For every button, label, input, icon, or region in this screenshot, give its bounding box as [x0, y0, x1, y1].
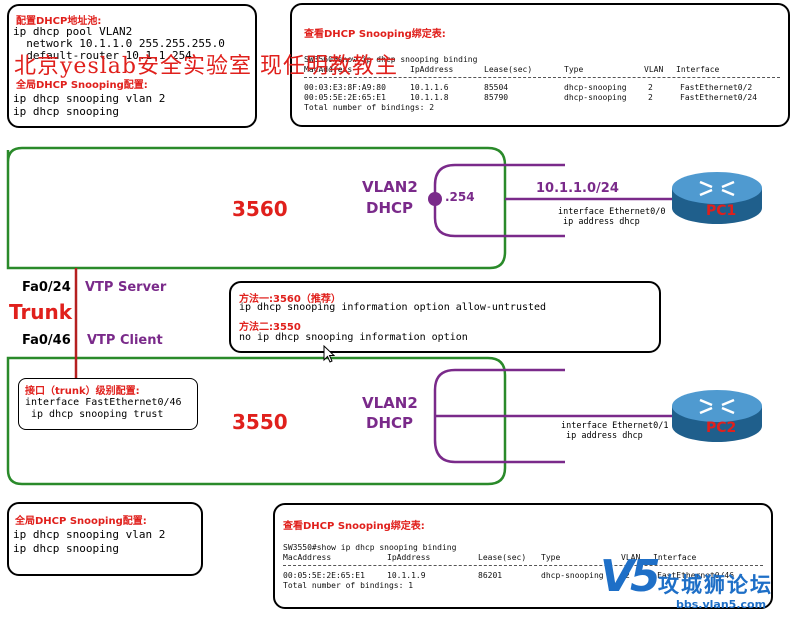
top-left-config-box: 配置DHCP地址池: ip dhcp pool VLAN2 network 10… — [7, 4, 257, 128]
sw3560-dhcp-label: DHCP — [366, 199, 414, 217]
binding-title-3550: 查看DHCP Snooping绑定表: — [283, 521, 425, 532]
pc1-label: PC1 — [706, 203, 737, 219]
dhcp-pool-line-3: default-router 10.1.1.254 — [13, 49, 192, 62]
trunk-config-title: 接口（trunk）级别配置: — [25, 386, 140, 397]
subnet-label: 10.1.1.0/24 — [536, 181, 619, 196]
binding-b0-ip: 10.1.1.9 — [387, 571, 426, 580]
binding-b0-vlan: 2 — [625, 571, 630, 580]
vtp-server-label: VTP Server — [85, 280, 167, 295]
binding-r1-if: FastEthernet0/24 — [680, 93, 758, 102]
binding-r0-vlan: 2 — [648, 83, 653, 92]
binding-h-vlan-3560: VLAN — [644, 65, 664, 74]
global-snooping-line-1-top: ip dhcp snooping vlan 2 — [13, 92, 166, 105]
global-snooping-line-1-bottom: ip dhcp snooping vlan 2 — [13, 528, 166, 541]
binding-b0-mac: 00:05:5E:2E:65:E1 — [283, 571, 365, 580]
trunk-config-box: 接口（trunk）级别配置: interface FastEthernet0/4… — [18, 378, 198, 430]
binding-b0-type: dhcp-snooping — [541, 571, 604, 580]
binding-r1-lease: 85790 — [484, 93, 509, 102]
pc2-if-line-1: interface Ethernet0/1 — [561, 421, 669, 431]
trunk-config-line-1: interface FastEthernet0/46 — [25, 397, 182, 408]
binding-r0-type: dhcp-snooping — [564, 83, 627, 92]
binding-h-if-3560: Interface — [676, 65, 720, 74]
binding-r0-ip: 10.1.1.6 — [410, 83, 449, 92]
binding-total-3560: Total number of bindings: 2 — [304, 103, 435, 112]
gateway-label: .254 — [445, 190, 475, 204]
global-snooping-line-2-bottom: ip dhcp snooping — [13, 542, 119, 555]
bottom-left-config-box: 全局DHCP Snooping配置: ip dhcp snooping vlan… — [7, 502, 203, 576]
binding-h-lease-3550: Lease(sec) — [478, 553, 527, 562]
global-snooping-line-2-top: ip dhcp snooping — [13, 105, 119, 118]
sw3560-vlan-label: VLAN2 — [362, 178, 418, 196]
binding-title-3560: 查看DHCP Snooping绑定表: — [304, 29, 446, 40]
top-right-binding-box: 查看DHCP Snooping绑定表: SW3560#show ip dhcp … — [290, 3, 790, 127]
pc2-if-line-2: ip address dhcp — [566, 431, 643, 441]
pc1-if-line-1: interface Ethernet0/0 — [558, 207, 666, 217]
binding-h-ip-3550: IpAddress — [387, 553, 431, 562]
method-2-command: no ip dhcp snooping information option — [239, 332, 468, 343]
binding-r1-ip: 10.1.1.8 — [410, 93, 449, 102]
trunk-config-line-2: ip dhcp snooping trust — [31, 409, 164, 420]
binding-h-type-3560: Type — [564, 65, 584, 74]
pc1-if-line-2: ip address dhcp — [563, 217, 640, 227]
bottom-right-binding-box: 查看DHCP Snooping绑定表: SW3550#show ip dhcp … — [273, 503, 773, 609]
binding-h-ip-3560: IpAddress — [410, 65, 454, 74]
sw3560-name: 3560 — [232, 197, 288, 221]
logo-url: bbs.vlan5.com — [676, 598, 767, 611]
binding-h-vlan-3550: VLAN — [621, 553, 641, 562]
method-2-title: 方法二:3550 — [239, 322, 301, 333]
dhcp-pool-line-1: ip dhcp pool VLAN2 — [13, 25, 133, 38]
method-box: 方法一:3560（推荐） ip dhcp snooping informatio… — [229, 281, 661, 353]
sw3560-enclosure — [6, 146, 507, 270]
sw3550-name: 3550 — [232, 410, 288, 434]
binding-r1-mac: 00:05:5E:2E:65:E1 — [304, 93, 386, 102]
trunk-label: Trunk — [9, 300, 73, 324]
watermark-text: 北京yeslab安全实验室 现任明教教主 — [14, 54, 398, 79]
binding-r0-mac: 00:03:E3:8F:A9:80 — [304, 83, 386, 92]
binding-r1-vlan: 2 — [648, 93, 653, 102]
logo-mark: V5 — [600, 551, 661, 602]
binding-h-type-3550: Type — [541, 553, 561, 562]
binding-command-3560: SW3560#show ip dhcp snooping binding — [304, 55, 478, 64]
port-fa0-24: Fa0/24 — [22, 280, 71, 295]
vtp-client-label: VTP Client — [87, 333, 163, 348]
global-snooping-title-top: 全局DHCP Snooping配置: — [16, 80, 148, 91]
method-1-command: ip dhcp snooping information option allo… — [239, 302, 547, 313]
port-fa0-46: Fa0/46 — [22, 333, 71, 348]
global-snooping-title-bottom: 全局DHCP Snooping配置: — [15, 516, 147, 527]
binding-r0-if: FastEthernet0/2 — [680, 83, 753, 92]
pc2-label: PC2 — [706, 420, 737, 436]
binding-divider-3560 — [304, 77, 780, 78]
binding-r1-type: dhcp-snooping — [564, 93, 627, 102]
binding-h-mac-3550: MacAddress — [283, 553, 332, 562]
sw3550-vlan-label: VLAN2 — [362, 394, 418, 412]
logo-name: 攻城狮论坛 — [658, 573, 773, 597]
dhcp-pool-title: 配置DHCP地址池: — [16, 16, 102, 27]
binding-h-lease-3560: Lease(sec) — [484, 65, 533, 74]
mouse-cursor-icon — [323, 345, 335, 363]
sw3550-dhcp-label: DHCP — [366, 414, 414, 432]
pc2-icon — [672, 390, 762, 442]
sw3550-enclosure — [6, 356, 507, 486]
binding-h-if-3550: Interface — [653, 553, 697, 562]
binding-divider-3550 — [283, 565, 763, 566]
binding-total-3550: Total number of bindings: 1 — [283, 581, 414, 590]
dhcp-pool-line-2: network 10.1.1.0 255.255.255.0 — [13, 37, 225, 50]
gateway-dot — [428, 192, 442, 206]
binding-h-mac-3560: MacAddress — [304, 65, 353, 74]
pc1-icon — [672, 172, 762, 224]
binding-b0-if: FastEthernet0/46 — [657, 571, 735, 580]
binding-b0-lease: 86201 — [478, 571, 503, 580]
binding-command-3550: SW3550#show ip dhcp snooping binding — [283, 543, 457, 552]
binding-r0-lease: 85504 — [484, 83, 509, 92]
method-1-title: 方法一:3560（推荐） — [239, 294, 341, 305]
forum-logo: V5 攻城狮论坛 bbs.vlan5.com — [598, 552, 798, 614]
